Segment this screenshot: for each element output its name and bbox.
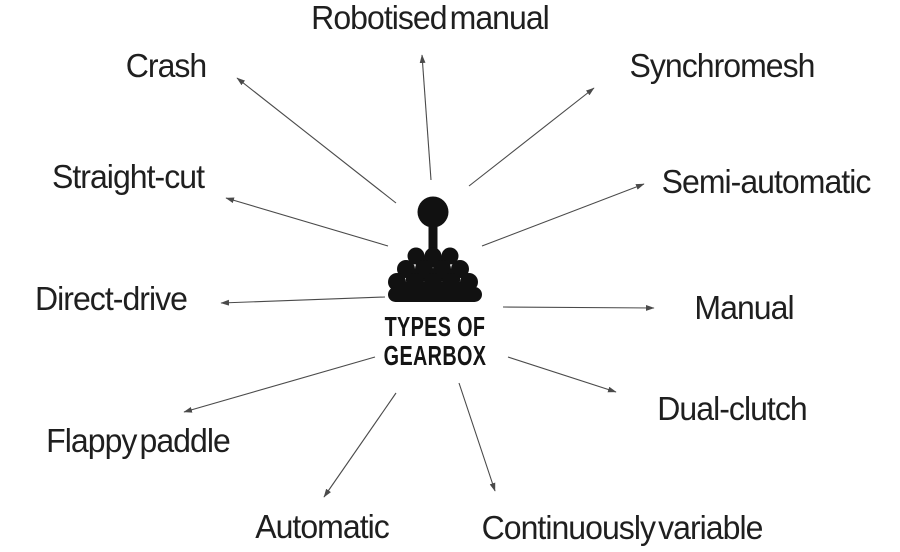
label-flappy-paddle: Flappy paddle [46,422,231,459]
label-continuously-variable: Continuously variable [481,509,764,546]
arrow-robotised-manual [419,54,432,181]
arrow-direct-drive [220,296,386,306]
arrow-flappy-paddle [183,356,376,413]
diagram-title: TYPES OF GEARBOX [384,312,487,370]
label-dual-clutch: Dual-clutch [657,390,807,427]
arrow-continuously-variable [458,382,496,492]
label-automatic: Automatic [255,508,390,545]
arrow-crash [236,77,397,204]
label-semi-automatic: Semi-automatic [661,163,872,200]
label-straight-cut: Straight-cut [51,158,205,195]
label-synchromesh: Synchromesh [629,47,815,84]
arrow-straight-cut [225,197,389,247]
arrow-synchromesh [468,87,595,187]
arrow-semi-automatic [481,183,645,247]
label-direct-drive: Direct-drive [34,280,188,317]
arrow-manual [502,305,655,311]
arrow-automatic [323,392,397,498]
diagram-title-line2: GEARBOX [383,340,487,371]
label-manual: Manual [694,289,794,326]
gear-shifter-icon [388,196,482,302]
arrow-dual-clutch [507,356,617,393]
diagram-title-line1: TYPES OF [384,311,486,342]
label-crash: Crash [125,47,208,84]
label-robotised-manual: Robotised manual [311,0,550,36]
